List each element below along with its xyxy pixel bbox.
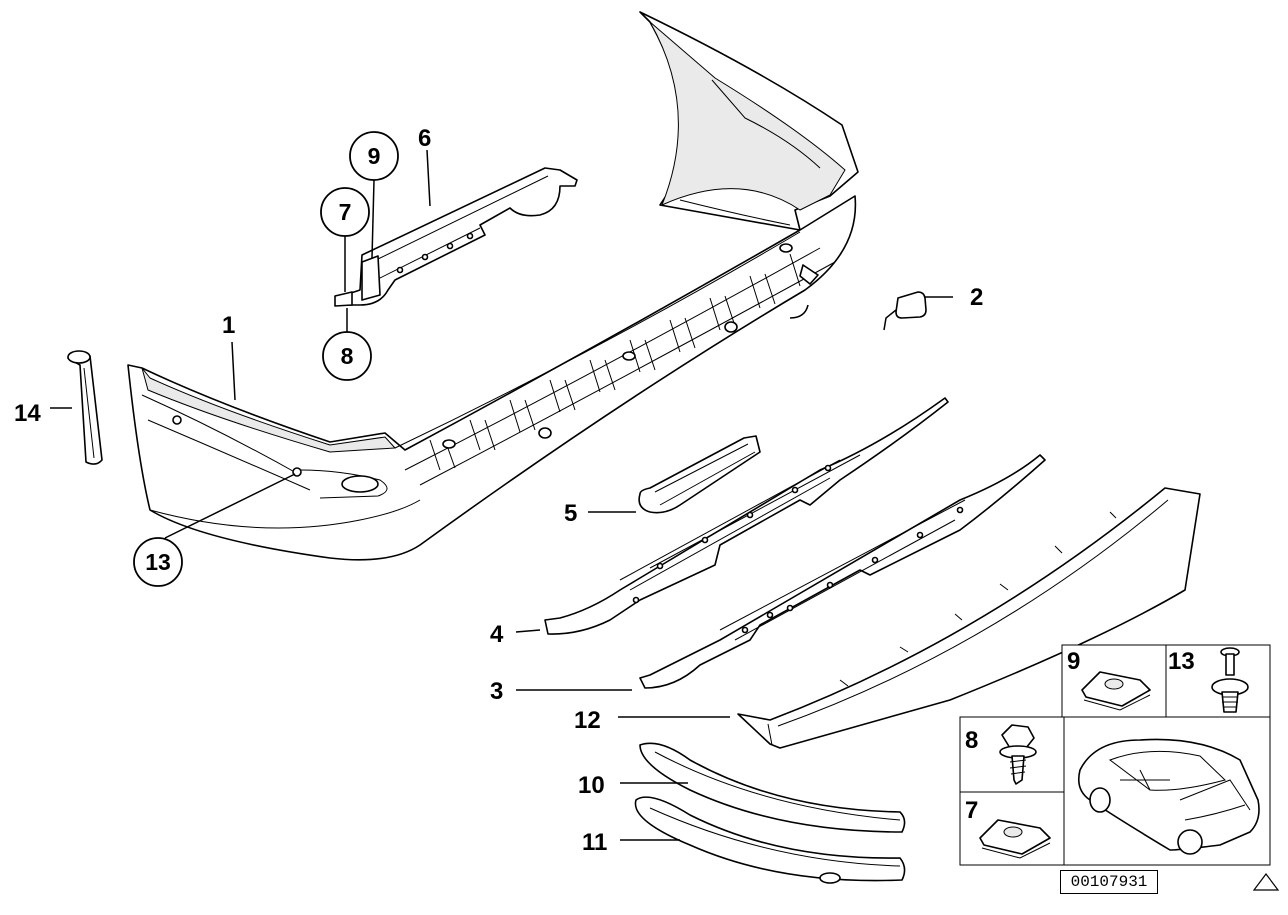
callout-11: 11 — [582, 829, 607, 856]
warning-triangle-icon — [1252, 873, 1280, 891]
trim-strip-upper — [639, 742, 906, 833]
hex-bolt-icon — [999, 724, 1037, 785]
callout-12: 12 — [574, 707, 601, 734]
lower-trim-left — [544, 397, 949, 635]
diffuser — [737, 487, 1201, 749]
callout-2: 2 — [970, 284, 983, 311]
callout-6: 6 — [418, 125, 431, 152]
leader-lines — [50, 149, 953, 841]
circle-callout-13: 13 — [133, 537, 183, 587]
lower-trim-right — [639, 454, 1046, 689]
fastener-legend: 9 13 8 7 — [959, 644, 1271, 866]
callout-9: 9 — [368, 143, 381, 169]
callout-10: 10 — [578, 772, 605, 799]
trim-strip — [638, 435, 761, 514]
rear-bumper-panel — [127, 11, 859, 561]
clip-nut-icon — [1081, 671, 1151, 711]
callout-13: 13 — [145, 549, 171, 575]
legend-label-8: 8 — [965, 727, 978, 754]
legend-label-7: 7 — [965, 797, 978, 824]
circle-callout-8: 8 — [322, 331, 372, 381]
expanding-rivet-icon — [1211, 647, 1249, 713]
callout-labels: 1 2 3 4 5 6 12 10 11 14 — [14, 125, 983, 856]
document-id: 00107931 — [1060, 870, 1158, 894]
callout-1: 1 — [222, 312, 235, 339]
callout-3: 3 — [490, 678, 503, 705]
circle-callout-7: 7 — [320, 187, 370, 237]
callout-8: 8 — [341, 343, 354, 369]
legend-label-9: 9 — [1067, 648, 1080, 675]
legend-label-13: 13 — [1168, 648, 1195, 675]
step-ribs — [429, 253, 801, 471]
support-bracket — [334, 167, 578, 307]
reflector-tube — [67, 350, 103, 465]
tow-hook-cap — [883, 291, 927, 331]
circle-callout-9: 9 — [349, 131, 399, 181]
callout-5: 5 — [564, 500, 577, 527]
callout-4: 4 — [490, 621, 504, 648]
trim-strip-lower — [634, 796, 906, 884]
circled-callouts: 9 7 8 13 — [133, 131, 399, 587]
callout-14: 14 — [14, 400, 41, 427]
car-silhouette-icon — [1077, 738, 1260, 855]
callout-7: 7 — [339, 199, 352, 225]
clip-nut-icon — [979, 819, 1051, 859]
